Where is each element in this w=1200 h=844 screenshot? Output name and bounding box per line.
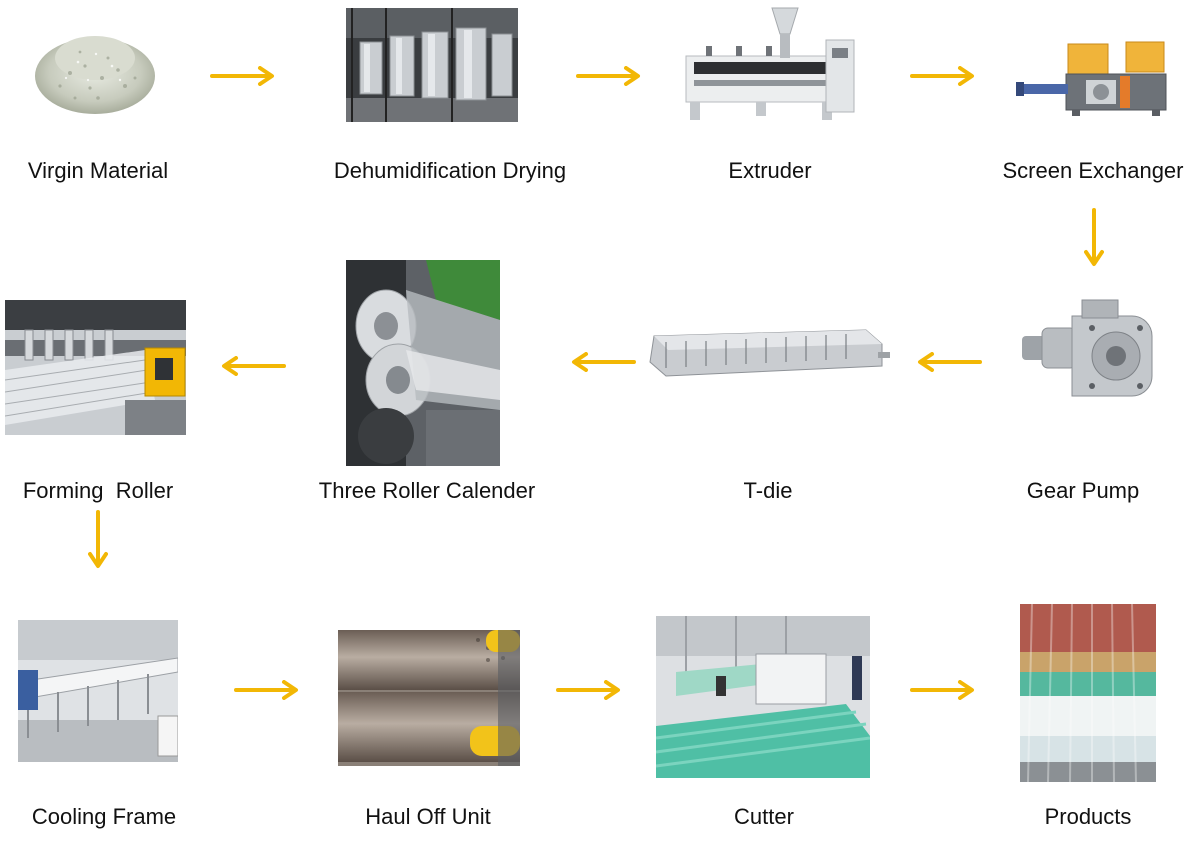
screen-exchanger-image xyxy=(1016,36,1168,118)
step-label: T-die xyxy=(743,478,793,503)
flow-arrow-left-3 xyxy=(216,356,286,376)
step-label: Haul Off Unit xyxy=(365,804,491,829)
step-label: Virgin Material xyxy=(27,158,169,183)
products-image xyxy=(1020,604,1156,782)
flow-arrow-down-2 xyxy=(88,510,108,572)
dryer-image xyxy=(346,8,518,122)
calender-image xyxy=(346,260,500,466)
flow-arrow-left-2 xyxy=(566,352,636,372)
flow-arrow-right-4 xyxy=(234,680,304,700)
step-label: Products xyxy=(1044,804,1132,829)
t-die-image xyxy=(646,322,890,386)
flow-arrow-right-6 xyxy=(910,680,980,700)
haul-off-image xyxy=(338,630,520,766)
flow-arrow-right-3 xyxy=(910,66,980,86)
step-label: Screen Exchanger xyxy=(1002,158,1184,183)
cutter-image xyxy=(656,616,870,778)
granules-image xyxy=(30,18,160,118)
cooling-frame-image xyxy=(18,620,178,762)
flow-arrow-left-1 xyxy=(912,352,982,372)
step-label: Forming Roller xyxy=(22,478,174,503)
extruder-image xyxy=(676,0,860,128)
flow-arrow-down-1 xyxy=(1084,208,1104,270)
step-label: Dehumidification Drying xyxy=(333,158,567,183)
flow-arrow-right-5 xyxy=(556,680,626,700)
step-label: Three Roller Calender xyxy=(318,478,536,503)
forming-roller-image xyxy=(5,300,186,435)
step-label: Cooling Frame xyxy=(31,804,177,829)
step-label: Cutter xyxy=(734,804,794,829)
flow-arrow-right-1 xyxy=(210,66,280,86)
flow-arrow-right-2 xyxy=(576,66,646,86)
step-label: Extruder xyxy=(728,158,812,183)
gear-pump-image xyxy=(1022,294,1160,414)
step-label: Gear Pump xyxy=(1026,478,1140,503)
